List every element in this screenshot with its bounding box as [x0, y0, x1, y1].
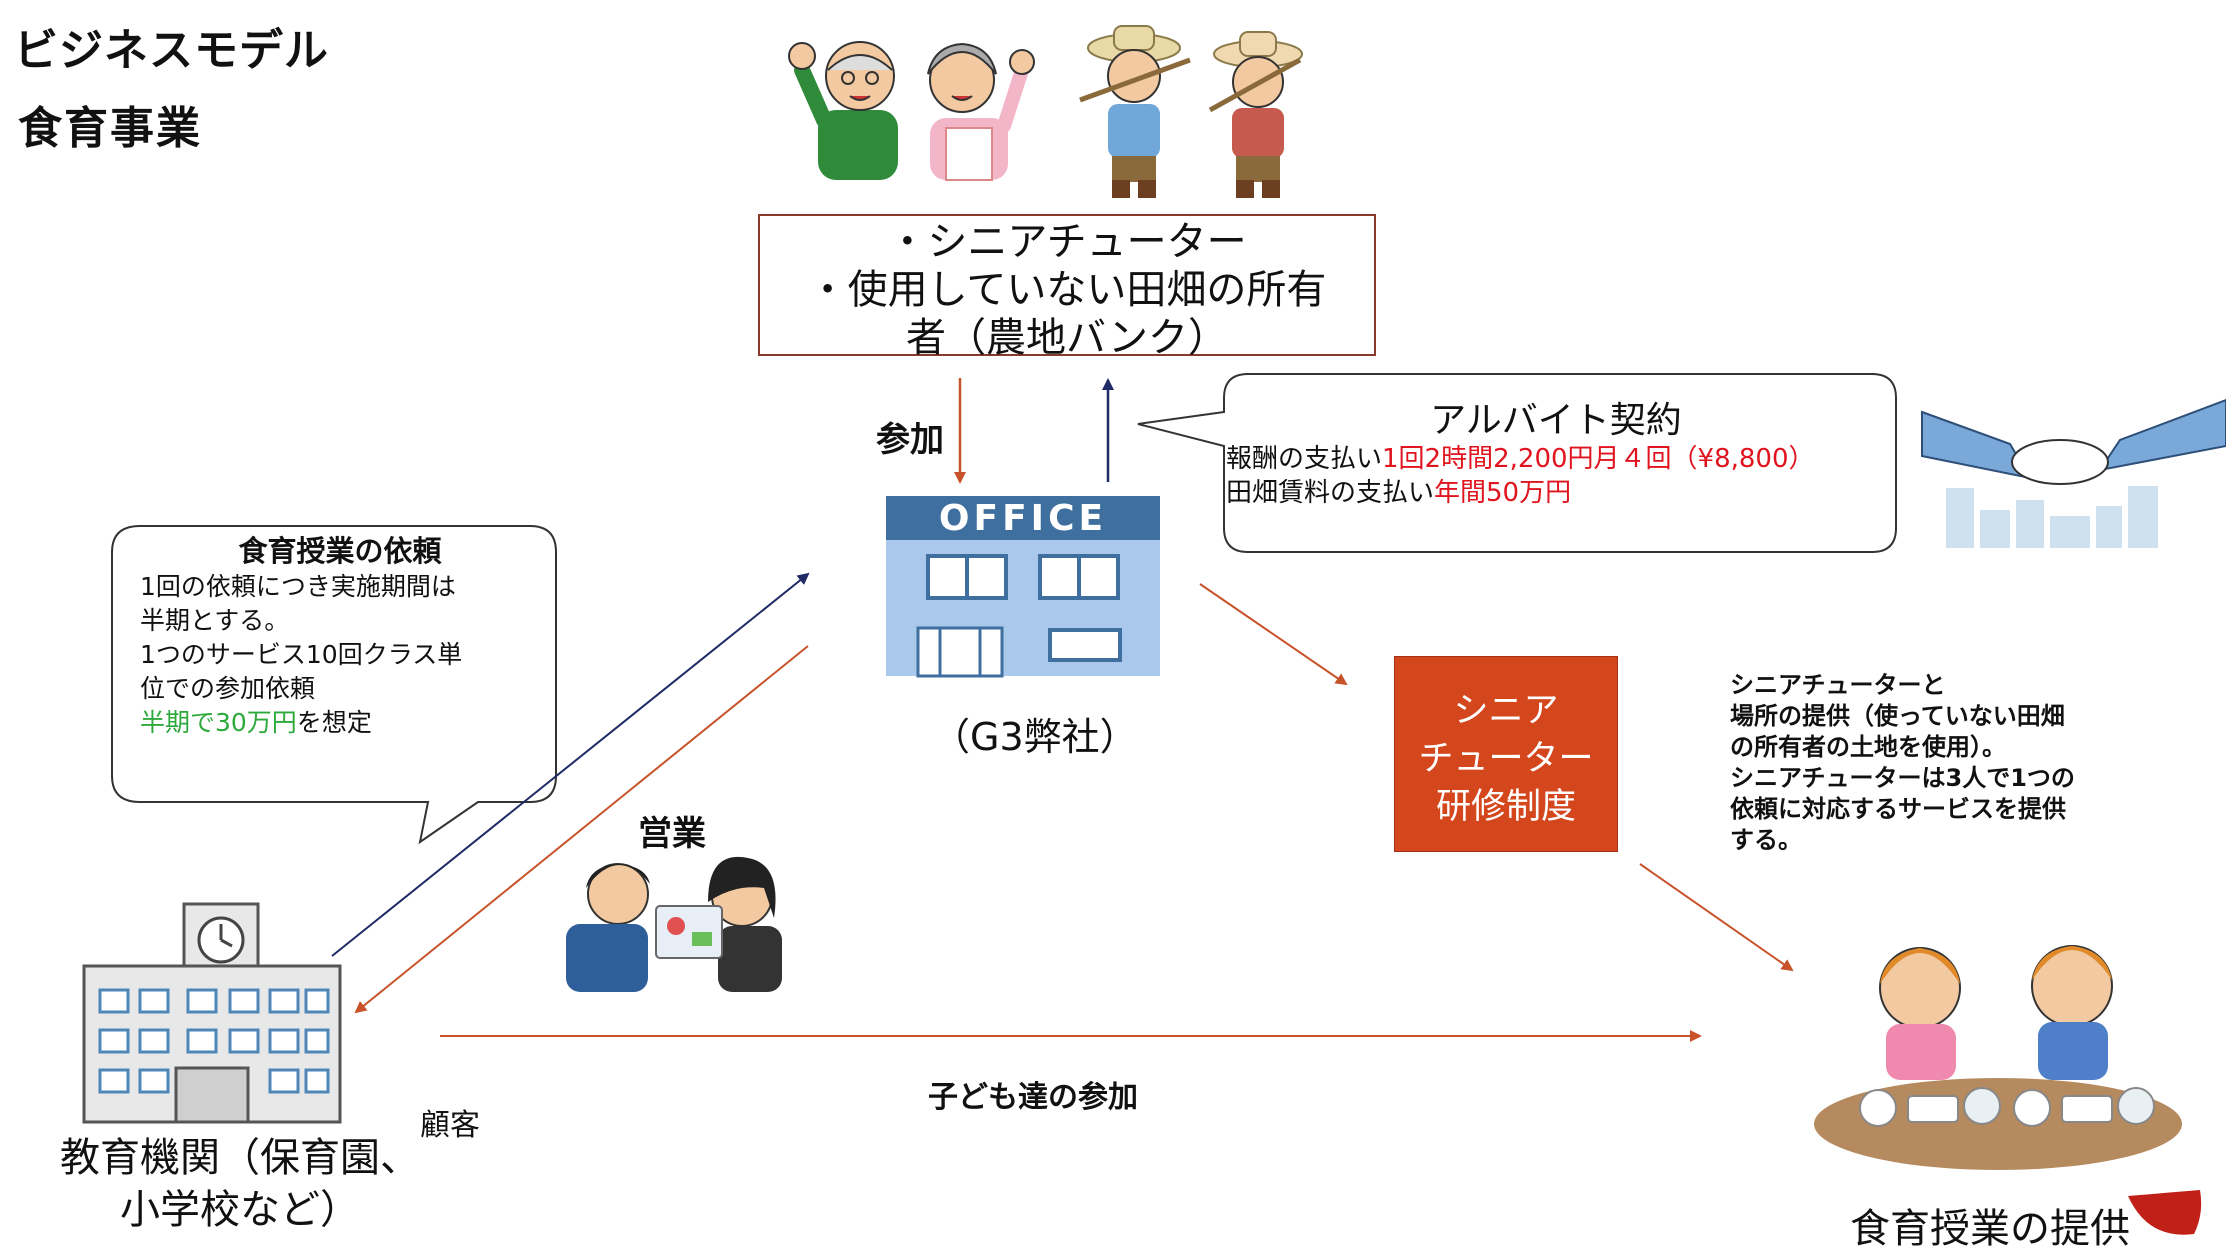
customer-label: 顧客 [420, 1108, 480, 1143]
contract-bubble-text: アルバイト契約 報酬の支払い1回2時間2,200円月４回（¥8,800） 田畑賃… [1226, 403, 1906, 510]
sales-illustration [566, 856, 782, 992]
elderly-couple-illustration [788, 41, 1035, 181]
training-program-box: シニア チューター 研修制度 [1394, 656, 1618, 852]
request-bubble-text: 食育授業の依頼 1回の依頼につき実施期間は 半期とする。 1つのサービス10回ク… [140, 534, 540, 740]
join-label: 参加 [876, 420, 944, 460]
note-line1: シニアチューターと [1730, 671, 1946, 699]
page-title: ビジネスモデル [14, 25, 329, 76]
sales-label: 営業 [638, 814, 706, 854]
note-line6: する。 [1730, 826, 1802, 854]
note-line2: 場所の提供（使っていない田畑 [1730, 702, 2065, 730]
handshake-illustration [1921, 398, 2226, 548]
request-arrow [331, 572, 810, 957]
lesson-provision-label: 食育授業の提供 [1850, 1206, 2130, 1252]
note-line4: シニアチューターは3人で1つの [1730, 764, 2075, 792]
request-line2: 半期とする。 [140, 606, 290, 635]
contract-pay-line: 報酬の支払い1回2時間2,200円月４回（¥8,800） [1226, 442, 1906, 476]
kids-eating-illustration [1814, 945, 2202, 1235]
contract-heading: アルバイト契約 [1430, 400, 1682, 441]
farmer-couple-illustration [1079, 25, 1303, 198]
senior-resources-box: ・シニアチューター ・使用していない田畑の所有 者（農地バンク） [758, 214, 1376, 361]
pay-value: 1回2時間2,200円月４回（¥8,800） [1382, 444, 1815, 474]
request-line5: 半期で30万円を想定 [140, 706, 540, 740]
request-tail: を想定 [296, 708, 372, 737]
school-building-illustration [82, 902, 342, 1124]
training-line3: 研修制度 [1435, 787, 1576, 827]
request-line4: 位での参加依頼 [140, 674, 316, 703]
education-institution-label: 教育機関（保育園、 小学校など） [50, 1132, 430, 1236]
office-building-illustration: OFFICE [886, 496, 1160, 678]
company-label: （G3弊社） [932, 715, 1138, 759]
training-line1: シニア [1453, 691, 1559, 731]
office-sign: OFFICE [939, 498, 1107, 539]
edu-line2: 小学校など） [120, 1187, 360, 1233]
service-note: シニアチューターと 場所の提供（使っていない田畑 の所有者の土地を使用）。 シニ… [1730, 670, 2130, 856]
kids-join-label: 子ども達の参加 [928, 1080, 1138, 1115]
request-bubble [111, 525, 557, 845]
request-line3: 1つのサービス10回クラス単 [140, 640, 463, 669]
lesson-arrow [1639, 863, 1794, 972]
rent-prefix: 田畑賃料の支払い [1226, 478, 1435, 508]
senior-box-line3: 者（農地バンク） [906, 315, 1228, 361]
rent-value: 年間50万円 [1434, 478, 1572, 508]
request-heading: 食育授業の依頼 [238, 534, 442, 568]
contract-rent-line: 田畑賃料の支払い年間50万円 [1226, 476, 1906, 510]
training-line2: チューター [1418, 739, 1594, 779]
request-highlight: 半期で30万円 [140, 708, 297, 737]
edu-line1: 教育機関（保育園、 [60, 1135, 420, 1181]
training-arrow [1199, 583, 1348, 686]
senior-box-line2: ・使用していない田畑の所有 [807, 267, 1327, 313]
note-line5: 依頼に対応するサービスを提供 [1730, 795, 2066, 823]
request-line1: 1回の依頼につき実施期間は [140, 572, 456, 601]
page-subtitle: 食育事業 [18, 103, 202, 154]
senior-box-line1: ・シニアチューター [887, 219, 1247, 265]
pay-prefix: 報酬の支払い [1226, 444, 1383, 474]
contract-bubble [1137, 373, 1897, 553]
sales-arrow [354, 645, 809, 1014]
note-line3: の所有者の土地を使用）。 [1730, 733, 2006, 761]
